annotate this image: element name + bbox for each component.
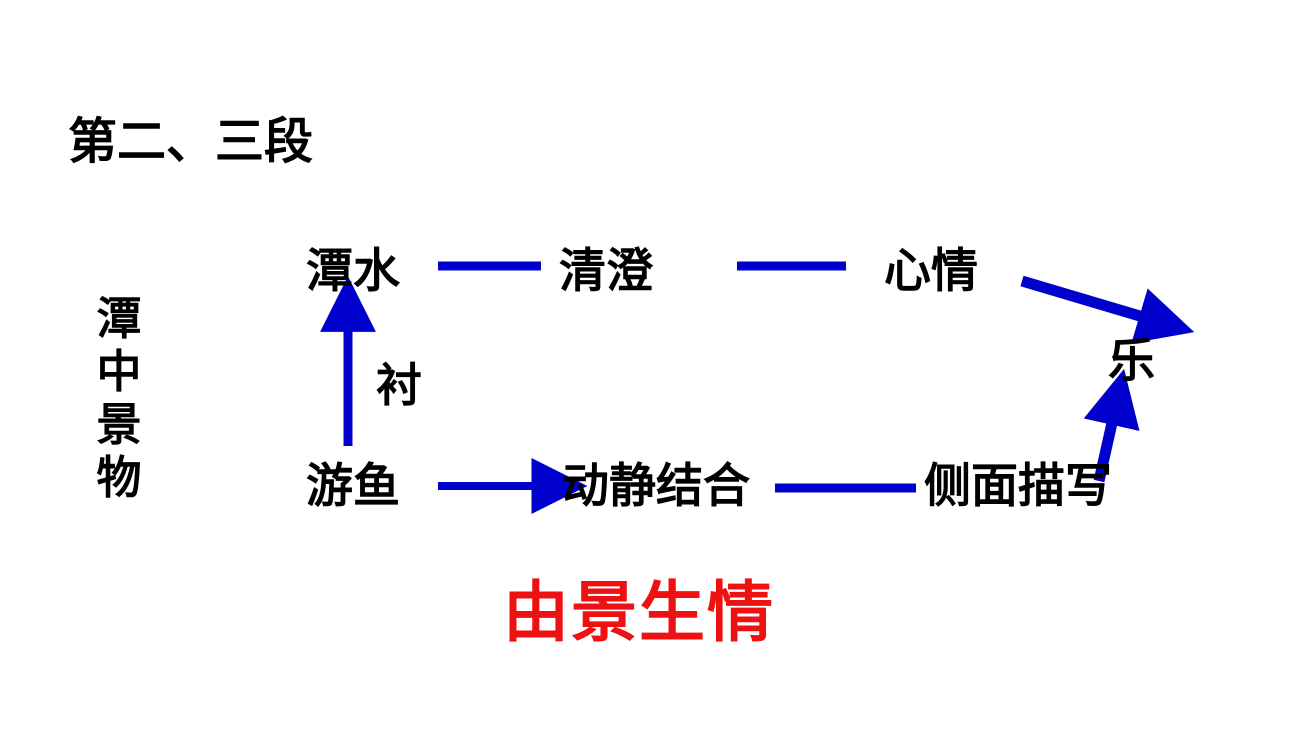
- group-label-tanzhongjingwu: 潭中景物: [96, 292, 142, 505]
- connector-xinqing-le: [1020, 275, 1195, 344]
- diagram-node-qingcheng: 清澄: [559, 244, 653, 299]
- diagram-node-youyu: 游鱼: [306, 459, 400, 514]
- diagram-node-xinqing: 心情: [884, 244, 978, 299]
- diagram-node-cemian: 侧面描写: [924, 459, 1112, 514]
- page-title: 第二、三段: [68, 113, 314, 170]
- diagram-node-dongjing: 动静结合: [562, 459, 750, 514]
- conclusion-text: 由景生情: [503, 574, 775, 651]
- diagram-node-le: 乐: [1108, 334, 1155, 389]
- edge-label-chen: 衬: [376, 358, 422, 412]
- diagram-node-tanshui: 潭水: [306, 244, 400, 299]
